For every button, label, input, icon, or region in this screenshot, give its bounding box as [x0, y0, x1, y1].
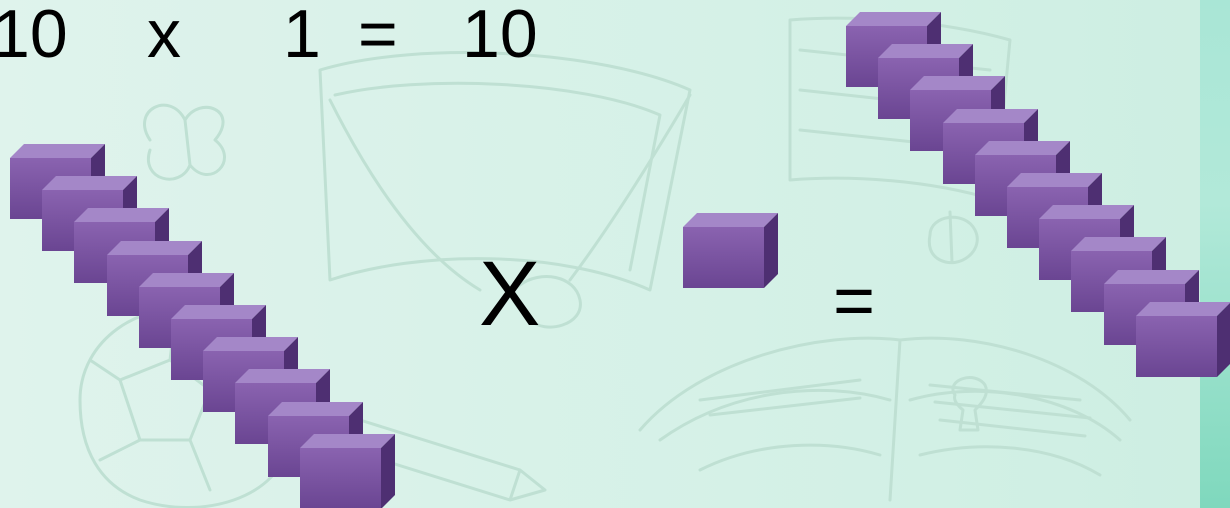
- visual-equals-sign: =: [833, 265, 875, 337]
- equation-result: 10: [462, 0, 538, 68]
- equation-left-operand: 10: [0, 0, 68, 68]
- multiply-sign: X: [479, 248, 540, 340]
- doodle-butterfly-icon: [145, 105, 225, 179]
- equation-right-operand: 1: [283, 0, 321, 68]
- equation-times-symbol: x: [147, 0, 181, 68]
- cube-block: [1136, 302, 1230, 377]
- right-accent-bar: [1200, 0, 1230, 508]
- doodle-ladybug-icon: [929, 212, 977, 263]
- cube-block: [300, 434, 395, 508]
- doodle-open-book-icon: [640, 338, 1130, 500]
- equation-equals-symbol: =: [358, 0, 398, 68]
- cube-block: [683, 213, 778, 288]
